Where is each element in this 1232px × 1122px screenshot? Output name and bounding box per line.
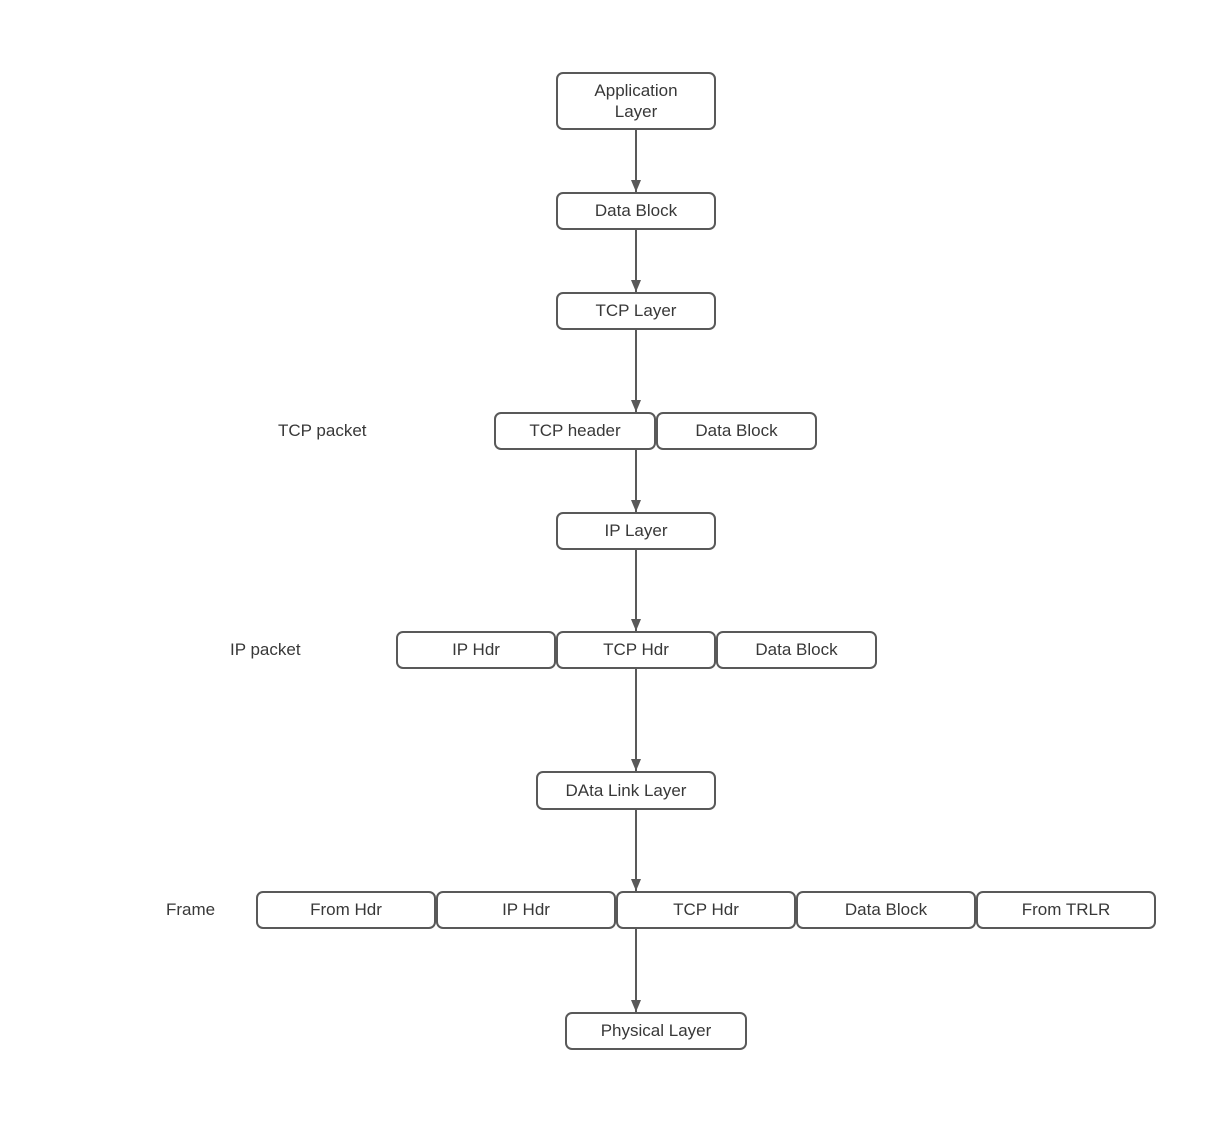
cell-frame-data-block: Data Block: [796, 891, 976, 929]
node-tcp-layer-label: TCP Layer: [595, 301, 677, 321]
node-ip-layer: IP Layer: [556, 512, 716, 550]
arrow-tcppacket-to-iplayer-icon: [631, 450, 641, 512]
cell-frame-ip-hdr-label: IP Hdr: [502, 900, 550, 920]
cell-tcp-packet-data-block-label: Data Block: [695, 421, 778, 441]
cell-frame-from-trlr: From TRLR: [976, 891, 1156, 929]
label-ip-packet: IP packet: [230, 640, 301, 659]
node-application-layer: Application Layer: [556, 72, 716, 130]
cell-frame-from-trlr-label: From TRLR: [1021, 900, 1111, 920]
node-physical-layer-label: Physical Layer: [600, 1021, 712, 1041]
cell-frame-from-hdr: From Hdr: [256, 891, 436, 929]
node-data-block-top: Data Block: [556, 192, 716, 230]
cell-tcp-packet-data-block: Data Block: [656, 412, 817, 450]
cell-ip-packet-tcp-hdr: TCP Hdr: [556, 631, 716, 669]
arrow-iplayer-to-ippacket-icon: [631, 550, 641, 631]
node-data-block-top-label: Data Block: [594, 201, 678, 221]
cell-frame-tcp-hdr: TCP Hdr: [616, 891, 796, 929]
cell-ip-packet-data-block-label: Data Block: [755, 640, 838, 660]
node-application-layer-label: Application Layer: [594, 80, 678, 121]
cell-frame-tcp-hdr-label: TCP Hdr: [673, 900, 739, 920]
cell-frame-ip-hdr: IP Hdr: [436, 891, 616, 929]
cell-frame-data-block-label: Data Block: [844, 900, 928, 920]
cell-tcp-packet-tcp-header: TCP header: [494, 412, 656, 450]
label-tcp-packet: TCP packet: [278, 421, 367, 440]
cell-ip-packet-ip-hdr: IP Hdr: [396, 631, 556, 669]
arrow-application-to-datablock-icon: [631, 130, 641, 192]
arrow-datalink-to-frame-icon: [631, 810, 641, 891]
node-ip-layer-label: IP Layer: [604, 521, 668, 541]
cell-tcp-packet-tcp-header-label: TCP header: [529, 421, 621, 441]
cell-ip-packet-tcp-hdr-label: TCP Hdr: [603, 640, 669, 660]
node-data-link-layer: DAta Link Layer: [536, 771, 716, 810]
node-physical-layer: Physical Layer: [565, 1012, 747, 1050]
arrow-datablock-to-tcplayer-icon: [631, 230, 641, 292]
node-data-link-layer-label: DAta Link Layer: [565, 780, 687, 800]
arrow-tcplayer-to-tcppacket-icon: [631, 330, 641, 412]
cell-ip-packet-data-block: Data Block: [716, 631, 877, 669]
cell-ip-packet-ip-hdr-label: IP Hdr: [452, 640, 500, 660]
cell-frame-from-hdr-label: From Hdr: [310, 900, 382, 920]
label-frame: Frame: [166, 900, 216, 919]
arrow-ippacket-to-datalink-icon: [631, 669, 641, 771]
arrow-frame-to-physical-icon: [631, 929, 641, 1012]
node-tcp-layer: TCP Layer: [556, 292, 716, 330]
